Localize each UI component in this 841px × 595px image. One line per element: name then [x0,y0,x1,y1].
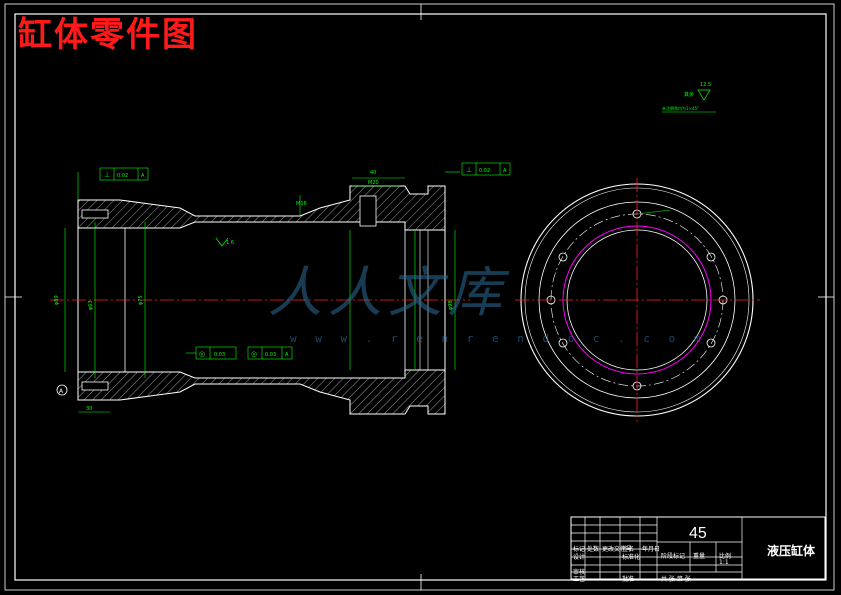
upper-wall-section [77,185,446,231]
svg-text:其余: 其余 [684,91,694,98]
technical-note: 未注倒角均为1×45° [662,105,699,111]
svg-text:0.03: 0.03 [265,352,276,358]
tolerance-frame-3: ◎ 0.03 [186,346,237,360]
svg-text:A: A [59,388,64,395]
cylinder-end-view [515,178,760,422]
tb-mark: 标记 [573,546,586,553]
dim-inner-bore: φ63 [88,300,94,310]
tb-change-doc: 更改文件号 [602,546,633,553]
dim-right-bore: φ98 [448,300,454,310]
tb-sign: 签名 [622,546,635,553]
lower-wall-section [77,369,446,415]
tb-standardize: 标准化 [622,554,641,561]
tb-count: 处数 [587,546,600,553]
drawing-title-overlay: 缸体零件图 [18,15,198,55]
roughness-symbol [215,237,229,247]
svg-text:⊥: ⊥ [104,171,110,179]
title-block: 45 液压缸体 标记 处数 更改文件号 签名 年月日 设计 标准化 阶段标记 重… [571,517,825,583]
title-block-grid [570,516,826,580]
watermark-url: w w w . r e n r e n d o c . c o m [290,332,707,345]
svg-text:A: A [141,173,145,179]
dim-top-gap: 40 [370,170,376,176]
lower-thread-hole [81,381,109,391]
tolerance-frame-2: ⊥ 0.02 A [461,162,511,176]
watermark-text: 人人文库 [268,261,508,324]
tb-scale-value: 1:1 [719,559,729,566]
svg-text:◎: ◎ [251,350,257,358]
dim-slot: M20 [368,180,379,186]
svg-text:A: A [503,168,507,174]
dim-length: φ75 [138,295,144,305]
tb-audit: 审核 [573,569,586,576]
svg-text:0.03: 0.03 [214,352,225,358]
upper-thread-hole [81,209,109,219]
tb-date: 年月日 [642,546,661,553]
tb-sheets: 共 张 第 张 [661,576,691,583]
dimension-lines [64,171,460,413]
svg-text:12.5: 12.5 [700,82,711,88]
svg-text:⊥: ⊥ [466,166,472,174]
dim-short-left: 30 [86,406,92,412]
tb-stage: 阶段标记 [661,553,686,560]
svg-text:A: A [285,352,289,358]
svg-text:◎: ◎ [199,350,205,358]
tolerance-frame-1: ⊥ 0.02 A [99,167,149,181]
tolerance-frame-4: ◎ 0.03 A [247,346,293,360]
tb-scale: 比例 [719,553,732,560]
dim-left-thread: M16 [296,201,307,207]
tb-weight: 重量 [693,553,706,560]
svg-text:0.02: 0.02 [117,173,128,179]
surface-roughness-note: 其余 12.5 未注倒角均为1×45° [662,82,716,113]
svg-text:0.02: 0.02 [479,168,490,174]
tb-approve: 批准 [622,576,635,583]
part-name: 液压缸体 [767,544,816,558]
cylinder-section-view: φ89 φ63 φ75 φ98 30 40 M20 M16 1.6 A [50,170,470,415]
oil-port [359,195,377,227]
roughness-value: 1.6 [226,240,234,246]
tb-craft: 工艺 [573,576,586,583]
material-label: 45 [689,525,707,542]
datum-a-marker [56,384,68,396]
tb-design: 设计 [573,554,586,561]
dim-left-bore: φ89 [54,295,60,305]
